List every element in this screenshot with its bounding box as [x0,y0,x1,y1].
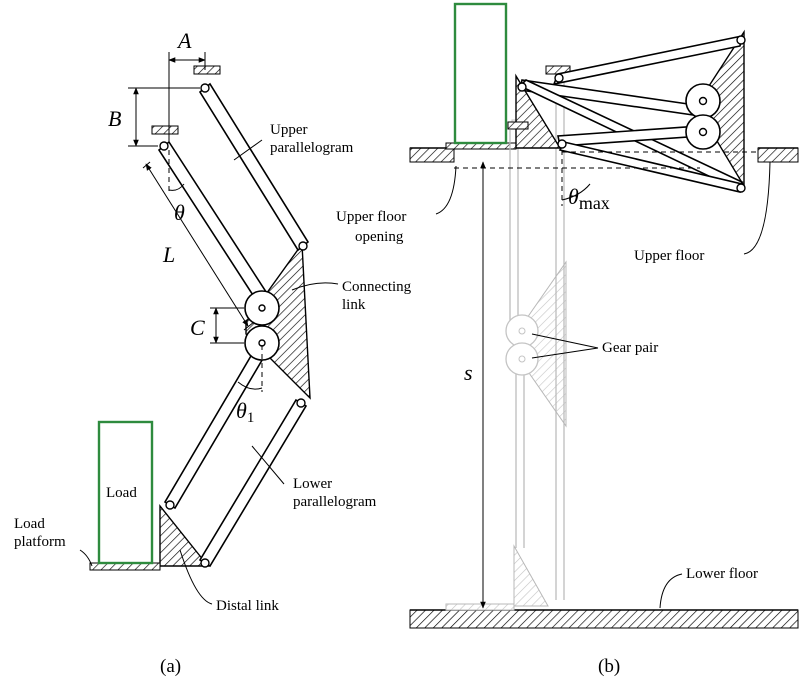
ground-mount-upper [193,65,221,75]
label-load-platform-1: Load [14,516,45,532]
b-bar-5 [558,141,743,193]
label-upper-floor-opening-2: opening [355,229,404,245]
label-gear-pair: Gear pair [602,340,658,356]
panel-b: θmax s Upper floor opening Upper floor G… [336,2,799,677]
dim-l-label: L [162,242,175,267]
pin [200,558,210,568]
dim-b-label: B [108,106,121,131]
caption-b: (b) [598,656,620,677]
theta-max-label: θmax [568,184,610,213]
load-box-upper [453,2,508,145]
theta1-label: θ1 [236,398,254,426]
theta-label: θ [174,200,185,225]
dim-c-label: C [190,315,205,340]
label-load-platform-2: platform [14,534,66,550]
ground-mount-lower [151,125,179,135]
ground-mount-b-2 [507,121,529,130]
caption-a: (a) [160,656,181,677]
upper-floor-right [757,147,799,163]
ghost-mechanism [445,80,567,611]
pin [296,398,306,408]
dim-a-label: A [176,28,192,53]
label-lower-parallelogram-2: parallelogram [293,494,377,510]
label-upper-parallelogram-1: Upper [270,122,308,138]
distal-link-b [515,73,562,149]
label-distal-link: Distal link [216,598,279,614]
label-load: Load [106,485,137,501]
upper-floor-left [409,147,455,163]
label-lower-floor: Lower floor [686,566,758,582]
pin [298,241,308,251]
connecting-link [245,241,311,400]
label-connecting-link-2: link [342,297,366,313]
pin [159,141,169,151]
label-upper-floor: Upper floor [634,248,704,264]
load-box [97,420,154,565]
distal-link [159,504,210,567]
lower-floor [409,609,799,629]
panel-a: A B θ L C θ1 Upper parallelogram Connect… [14,28,412,677]
pin [165,500,175,510]
connecting-link-b [695,29,745,189]
label-upper-parallelogram-2: parallelogram [270,140,354,156]
label-connecting-link-1: Connecting [342,279,412,295]
gear-upper-center [258,304,266,312]
pin [200,83,210,93]
stroke-s-label: s [464,360,473,385]
label-upper-floor-opening-1: Upper floor [336,209,406,225]
label-lower-parallelogram-1: Lower [293,476,332,492]
b-bar-1 [552,34,744,86]
